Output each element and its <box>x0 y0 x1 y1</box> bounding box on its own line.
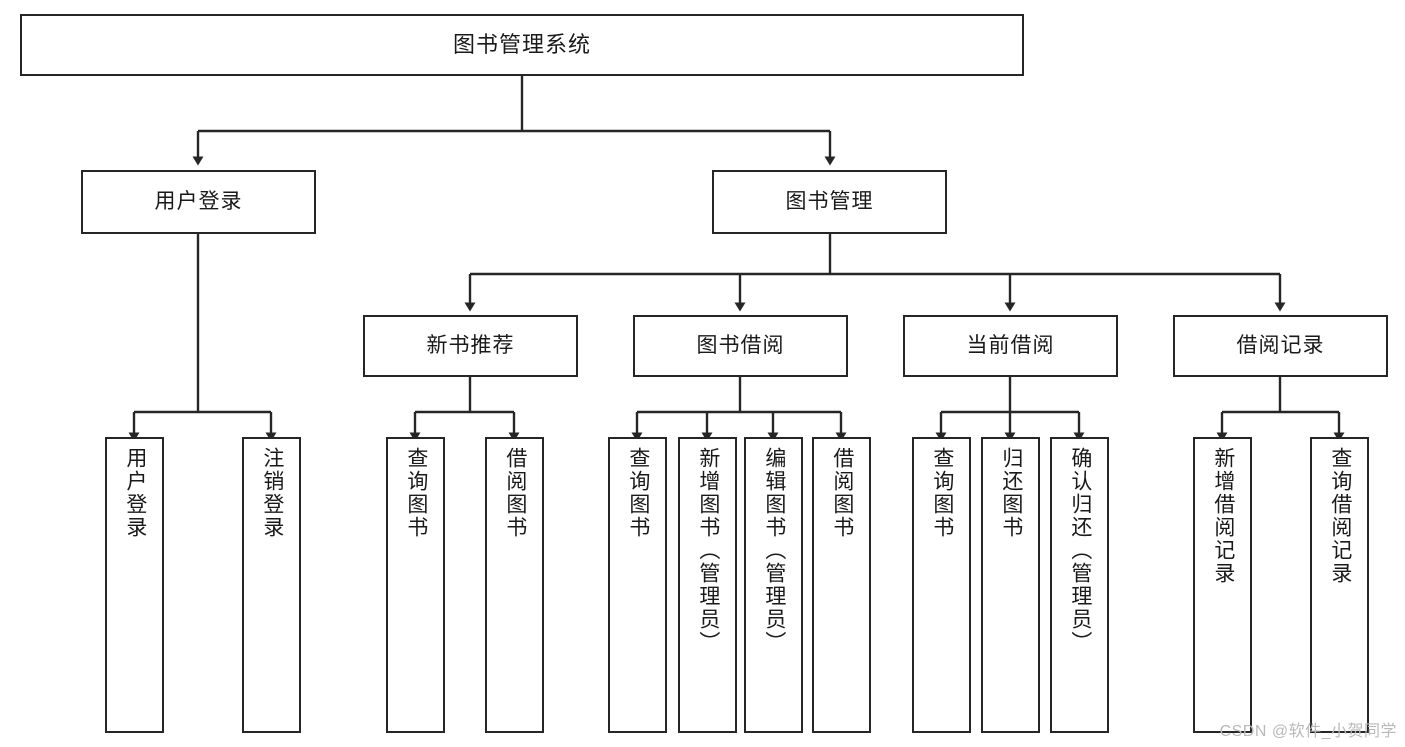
leaf-borrow-query-book[interactable]: 查询图书 <box>608 437 667 733</box>
leaf-borrow-add-book[interactable]: 新增图书（管理员） <box>678 437 737 733</box>
leaf-record-query-label: 查询借阅记录 <box>1328 447 1352 585</box>
node-book-management[interactable]: 图书管理 <box>712 170 947 234</box>
node-current-borrow-label: 当前借阅 <box>966 334 1055 358</box>
node-user-login[interactable]: 用户登录 <box>81 170 316 234</box>
node-borrow-record[interactable]: 借阅记录 <box>1173 315 1388 377</box>
leaf-recommend-query-book-label: 查询图书 <box>404 447 428 539</box>
leaf-record-add[interactable]: 新增借阅记录 <box>1193 437 1252 733</box>
leaf-user-logout-label: 注销登录 <box>260 447 284 539</box>
node-borrow-record-label: 借阅记录 <box>1236 334 1325 358</box>
leaf-current-return-book[interactable]: 归还图书 <box>981 437 1040 733</box>
leaf-user-login-label: 用户登录 <box>123 447 147 539</box>
leaf-record-query[interactable]: 查询借阅记录 <box>1310 437 1369 733</box>
node-root-label: 图书管理系统 <box>452 31 591 57</box>
leaf-recommend-borrow-book-label: 借阅图书 <box>503 447 527 539</box>
node-book-management-label: 图书管理 <box>785 190 874 214</box>
node-current-borrow[interactable]: 当前借阅 <box>903 315 1118 377</box>
node-book-borrow-label: 图书借阅 <box>696 334 785 358</box>
node-new-book-recommend-label: 新书推荐 <box>426 334 515 358</box>
leaf-current-return-book-label: 归还图书 <box>999 447 1023 539</box>
leaf-current-confirm-return-label: 确认归还（管理员） <box>1068 447 1092 654</box>
leaf-borrow-query-book-label: 查询图书 <box>626 447 650 539</box>
leaf-record-add-label: 新增借阅记录 <box>1211 447 1235 585</box>
leaf-borrow-edit-book[interactable]: 编辑图书（管理员） <box>744 437 803 733</box>
node-book-borrow[interactable]: 图书借阅 <box>633 315 848 377</box>
node-root[interactable]: 图书管理系统 <box>20 14 1024 76</box>
node-new-book-recommend[interactable]: 新书推荐 <box>363 315 578 377</box>
watermark: CSDN @软件_小贺同学 <box>1219 723 1397 740</box>
leaf-recommend-borrow-book[interactable]: 借阅图书 <box>485 437 544 733</box>
node-user-login-label: 用户登录 <box>154 190 243 214</box>
leaf-recommend-query-book[interactable]: 查询图书 <box>386 437 445 733</box>
leaf-borrow-add-book-label: 新增图书（管理员） <box>696 447 720 654</box>
leaf-user-login[interactable]: 用户登录 <box>105 437 164 733</box>
leaf-current-confirm-return[interactable]: 确认归还（管理员） <box>1050 437 1109 733</box>
leaf-borrow-borrow-book-label: 借阅图书 <box>830 447 854 539</box>
leaf-borrow-edit-book-label: 编辑图书（管理员） <box>762 447 786 654</box>
leaf-user-logout[interactable]: 注销登录 <box>242 437 301 733</box>
leaf-current-query-book-label: 查询图书 <box>930 447 954 539</box>
leaf-borrow-borrow-book[interactable]: 借阅图书 <box>812 437 871 733</box>
leaf-current-query-book[interactable]: 查询图书 <box>912 437 971 733</box>
